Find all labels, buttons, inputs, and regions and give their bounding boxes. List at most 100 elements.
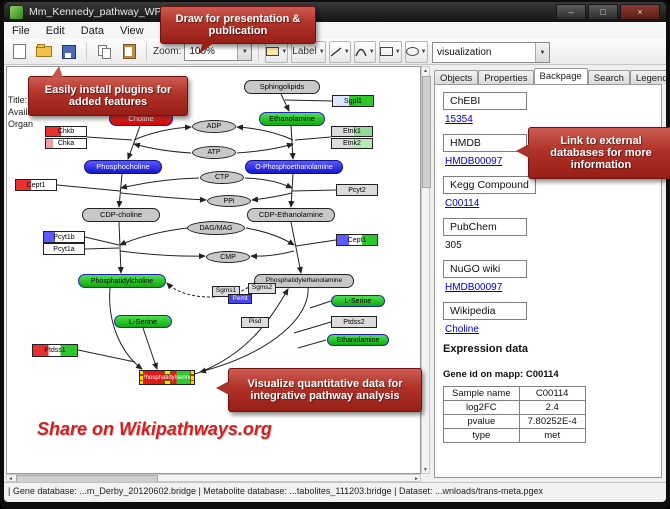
open-button[interactable] [33, 41, 55, 63]
vertical-scrollbar[interactable]: ▲ ▼ [421, 66, 431, 474]
scroll-left-icon[interactable]: ◄ [8, 475, 13, 482]
pathway-node-phosphatidylcholine[interactable]: Phosphatidylcholine [78, 274, 166, 288]
expression-table-cell: Sample name [443, 386, 520, 401]
pathway-node-pisd[interactable]: Pisd [241, 317, 269, 328]
tab-backpage[interactable]: Backpage [533, 68, 588, 84]
pathway-node-ptdss2[interactable]: Ptdss2 [331, 316, 377, 328]
pathway-node-cept1-right[interactable]: Cept1 [336, 234, 378, 246]
save-button[interactable] [58, 41, 80, 63]
pathway-node-l-serine-right[interactable]: L-Serine [331, 295, 385, 307]
chevron-down-icon: ▼ [343, 48, 350, 55]
pathway-node-pemt[interactable]: Pemt [228, 294, 252, 304]
menu-item-edit[interactable]: Edit [45, 24, 65, 37]
tab-properties[interactable]: Properties [478, 70, 534, 84]
pathway-node-phosphatidylserine[interactable]: Phosphatidylserine [139, 370, 195, 385]
rectangle-tool-button[interactable]: ▼ [378, 40, 402, 63]
pathway-node-cdp-ethanolamine[interactable]: CDP-Ethanolamine [247, 208, 335, 222]
database-link[interactable]: C00114 [445, 198, 480, 209]
pathway-edge [127, 125, 141, 160]
paste-button[interactable] [118, 41, 140, 63]
pathway-edge [86, 136, 133, 141]
tab-search[interactable]: Search [587, 70, 630, 84]
pathway-node-etnk2[interactable]: Etnk2 [331, 138, 373, 149]
pathway-edge [236, 124, 294, 141]
chevron-down-icon: ▼ [394, 48, 401, 55]
pathway-node-pcyt1b[interactable]: Pcyt1b [43, 231, 85, 243]
pathway-node-chkb[interactable]: Chkb [45, 126, 87, 137]
pathway-node-cmp[interactable]: CMP [206, 251, 250, 263]
minimize-button[interactable]: – [556, 4, 586, 20]
selection-handle[interactable] [140, 380, 144, 384]
pathway-node-atp[interactable]: ATP [192, 146, 236, 159]
pathway-node-cept1-left[interactable]: Cept1 [15, 179, 57, 191]
maximize-button[interactable]: □ [588, 4, 618, 20]
pathway-node-chka[interactable]: Chka [45, 138, 87, 149]
line-tool-button[interactable]: ▼ [328, 40, 351, 63]
scroll-down-icon[interactable]: ▼ [423, 466, 428, 473]
pathway-edge [84, 247, 120, 250]
label-tool-button[interactable]: Label▼ [291, 40, 326, 63]
pathway-node-ctp[interactable]: CTP [200, 171, 244, 184]
pathway-node-o-phosphoethanolamine[interactable]: O-Phosphoethanolamine [245, 160, 343, 174]
database-link[interactable]: 15354 [445, 114, 473, 125]
pathway-node-ppi[interactable]: PPi [207, 195, 251, 207]
line-icon [330, 46, 342, 57]
datanode-tool-button[interactable]: ▼ [265, 40, 289, 63]
scroll-right-icon[interactable]: ► [414, 475, 419, 482]
menu-item-file[interactable]: File [12, 24, 30, 37]
pathway-node-ethanolamine-top[interactable]: Ethanolamine [259, 112, 325, 126]
tab-objects[interactable]: Objects [434, 70, 479, 84]
menu-item-data[interactable]: Data [80, 24, 104, 37]
visualization-combobox[interactable]: visualization ▼ [432, 42, 550, 63]
pathway-info-line: Title: [8, 95, 28, 105]
database-link[interactable]: HMDB00097 [445, 282, 503, 293]
pathway-node-pcyt1a[interactable]: Pcyt1a [43, 243, 85, 255]
pathway-node-l-serine-left[interactable]: L-Serine [114, 315, 172, 328]
arc-tool-button[interactable]: ▼ [353, 40, 376, 63]
scroll-up-icon[interactable]: ▲ [423, 67, 428, 74]
title-bar[interactable]: Mm_Kennedy_pathway_WP1771_45176.gpml – □… [4, 2, 666, 22]
pathway-node-ptdss1[interactable]: Ptdss1 [32, 344, 78, 357]
pathway-node-dag-mag[interactable]: DAG/MAG [187, 221, 245, 235]
selection-handle[interactable] [164, 380, 171, 384]
pathway-node-phosphatidylethanolamine[interactable]: Phosphatidylethanolamine [254, 274, 354, 288]
new-file-icon [12, 44, 26, 59]
pathway-node-ethanolamine-bottom[interactable]: Ethanolamine [327, 334, 389, 346]
copy-button[interactable] [93, 41, 115, 63]
pathway-node-sgpl1[interactable]: Sgpl1 [332, 95, 374, 107]
selection-handle[interactable] [190, 380, 194, 384]
menu-item-view[interactable]: View [119, 24, 144, 37]
pathway-node-phosphocholine[interactable]: Phosphocholine [84, 160, 162, 174]
database-link[interactable]: HMDB00097 [445, 156, 503, 167]
pathway-node-sgms2[interactable]: Sgms2 [248, 283, 276, 294]
pathway-edge [293, 321, 332, 334]
pathway-node-etnk1[interactable]: Etnk1 [331, 126, 373, 137]
new-file-button[interactable] [8, 41, 30, 63]
chevron-down-icon[interactable]: ▼ [535, 43, 549, 62]
horizontal-scrollbar[interactable]: ◄ ► [6, 474, 421, 483]
vertical-scrollbar-thumb[interactable] [422, 76, 431, 188]
callout-draw: Draw for presentation & publication [160, 6, 316, 54]
callout-plugins-text: Easily install plugins for added feature… [44, 84, 172, 108]
chevron-down-icon[interactable]: ▼ [237, 43, 252, 60]
pathway-edge [236, 142, 294, 154]
status-bar: | Gene database: ...m_Derby_20120602.bri… [4, 482, 666, 499]
visualization-value: visualization [437, 47, 492, 58]
pathway-edge [77, 349, 136, 363]
pathway-node-sphingolipids[interactable]: Sphingolipids [244, 80, 320, 94]
selection-handle[interactable] [164, 371, 171, 375]
pathway-node-pcyt2[interactable]: Pcyt2 [336, 184, 378, 196]
pathway-node-cdp-choline[interactable]: CDP-choline [82, 208, 160, 222]
tab-legend[interactable]: Legend [629, 70, 666, 84]
oval-tool-button[interactable]: ▼ [404, 40, 428, 63]
zoom-combobox[interactable]: 100% ▼ [184, 42, 253, 61]
database-link[interactable]: Choline [445, 324, 479, 335]
pathway-node-adp[interactable]: ADP [192, 120, 236, 133]
pathway-node-sgms1[interactable]: Sgms1 [212, 286, 240, 297]
close-button[interactable]: × [620, 4, 660, 20]
pathway-edges [56, 93, 337, 375]
